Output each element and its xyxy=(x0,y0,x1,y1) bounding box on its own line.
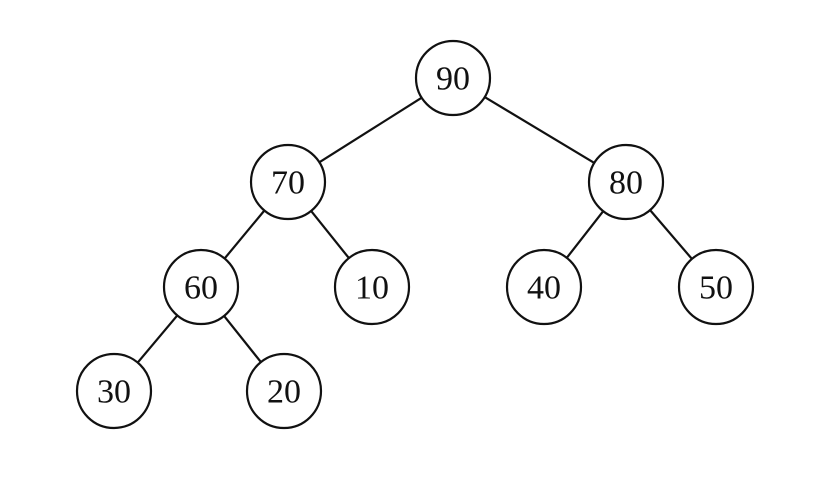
node-circle xyxy=(677,248,755,326)
node-circle xyxy=(75,352,153,430)
node-label: 90 xyxy=(436,61,470,98)
node-circle xyxy=(249,143,327,221)
node-label: 30 xyxy=(97,374,131,411)
node-circle xyxy=(333,248,411,326)
edge-n70-n60 xyxy=(223,209,266,260)
node-circle xyxy=(505,248,583,326)
edge-n80-n40 xyxy=(565,210,605,259)
tree-node-90: 90 xyxy=(414,39,492,117)
tree-node-60: 60 xyxy=(162,248,240,326)
node-circle xyxy=(162,248,240,326)
nodes-layer: 90 70 80 60 10 40 50 30 20 xyxy=(75,39,755,430)
tree-node-80: 80 xyxy=(587,143,665,221)
edge-n90-n70 xyxy=(318,96,423,164)
edge-n70-n10 xyxy=(310,210,350,259)
edges-layer xyxy=(136,96,693,364)
tree-node-50: 50 xyxy=(677,248,755,326)
node-circle xyxy=(414,39,492,117)
node-label: 40 xyxy=(527,270,561,307)
node-label: 20 xyxy=(267,374,301,411)
node-label: 60 xyxy=(184,270,218,307)
edge-n60-n30 xyxy=(136,314,179,364)
node-circle xyxy=(245,352,323,430)
tree-node-40: 40 xyxy=(505,248,583,326)
node-label: 50 xyxy=(699,270,733,307)
tree-node-20: 20 xyxy=(245,352,323,430)
edge-n90-n80 xyxy=(484,96,595,164)
node-label: 70 xyxy=(271,165,305,202)
tree-node-10: 10 xyxy=(333,248,411,326)
edge-n80-n50 xyxy=(649,209,693,260)
node-label: 80 xyxy=(609,165,643,202)
tree-node-30: 30 xyxy=(75,352,153,430)
node-circle xyxy=(587,143,665,221)
tree-node-70: 70 xyxy=(249,143,327,221)
edge-n60-n20 xyxy=(223,315,262,363)
node-label: 10 xyxy=(355,270,389,307)
